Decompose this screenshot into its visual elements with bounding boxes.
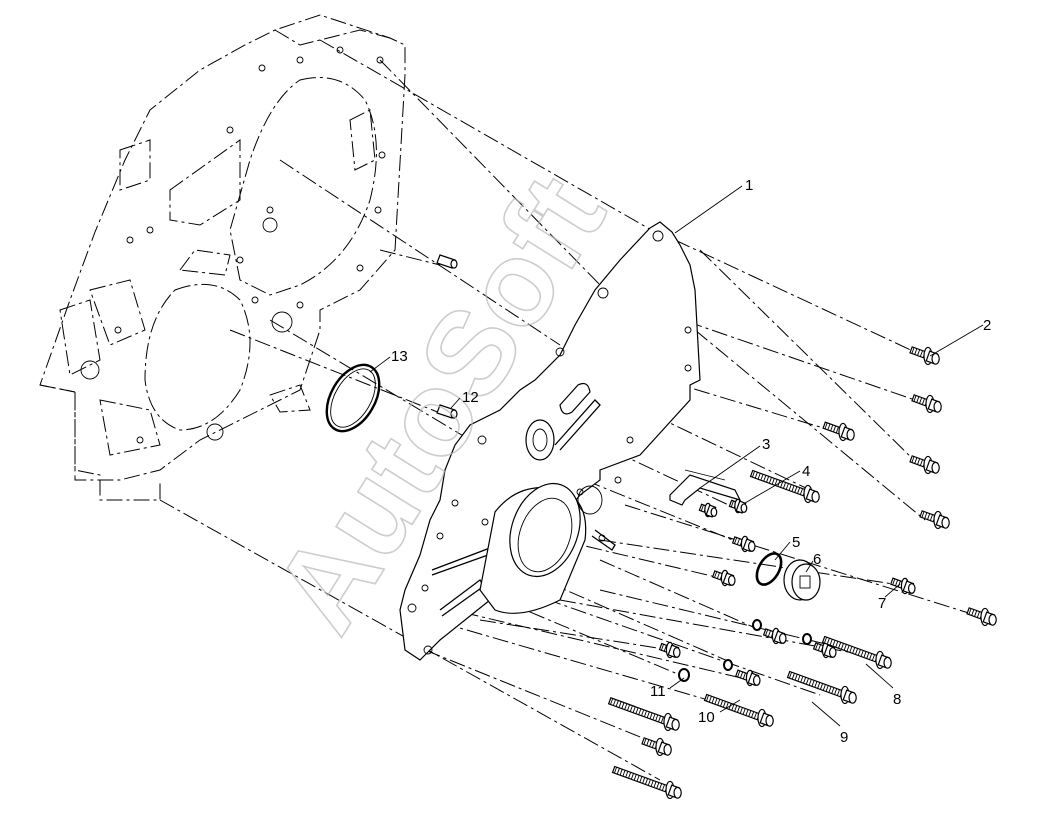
callout-9: 9 — [840, 729, 848, 746]
bolt — [658, 641, 681, 659]
bolt — [711, 569, 736, 587]
bolt — [749, 469, 820, 504]
callout-2: 2 — [983, 317, 991, 334]
bolt — [611, 765, 682, 800]
bolt — [822, 421, 855, 442]
bolt — [734, 669, 761, 687]
bolt — [909, 346, 940, 366]
callout-6: 6 — [813, 551, 821, 568]
bolt — [731, 535, 756, 553]
bolt — [889, 577, 916, 595]
dowel-pins — [436, 254, 458, 419]
front-cover — [399, 221, 701, 661]
callout-10: 10 — [698, 709, 715, 726]
bolt — [786, 670, 857, 705]
o-ring — [325, 363, 381, 433]
bolt — [812, 641, 837, 659]
callout-7: 7 — [878, 595, 886, 612]
sensor-plug — [783, 559, 821, 601]
callout-12: 12 — [462, 389, 479, 406]
bolt — [909, 455, 940, 475]
callout-5: 5 — [792, 534, 800, 551]
bolt — [641, 737, 672, 757]
bolt — [762, 627, 787, 645]
bolt — [911, 394, 942, 414]
bolt — [698, 502, 718, 518]
callout-13: 13 — [391, 348, 408, 365]
callout-8: 8 — [893, 691, 901, 708]
bolt — [966, 607, 997, 627]
bolt — [919, 510, 950, 530]
seal-ring — [755, 552, 783, 586]
callouts: 1 2 3 4 5 6 7 8 9 10 11 12 13 — [369, 177, 991, 746]
bolt — [821, 635, 892, 670]
callout-4: 4 — [802, 463, 810, 480]
callout-3: 3 — [762, 436, 770, 453]
bolt — [703, 693, 774, 728]
callout-11: 11 — [650, 683, 666, 700]
bolt — [607, 697, 680, 732]
washers — [678, 619, 812, 682]
rear-housing-phantom — [39, 14, 406, 501]
bracket — [669, 469, 742, 506]
bolts — [607, 346, 997, 800]
callout-1: 1 — [745, 177, 753, 194]
bolt — [728, 498, 748, 514]
